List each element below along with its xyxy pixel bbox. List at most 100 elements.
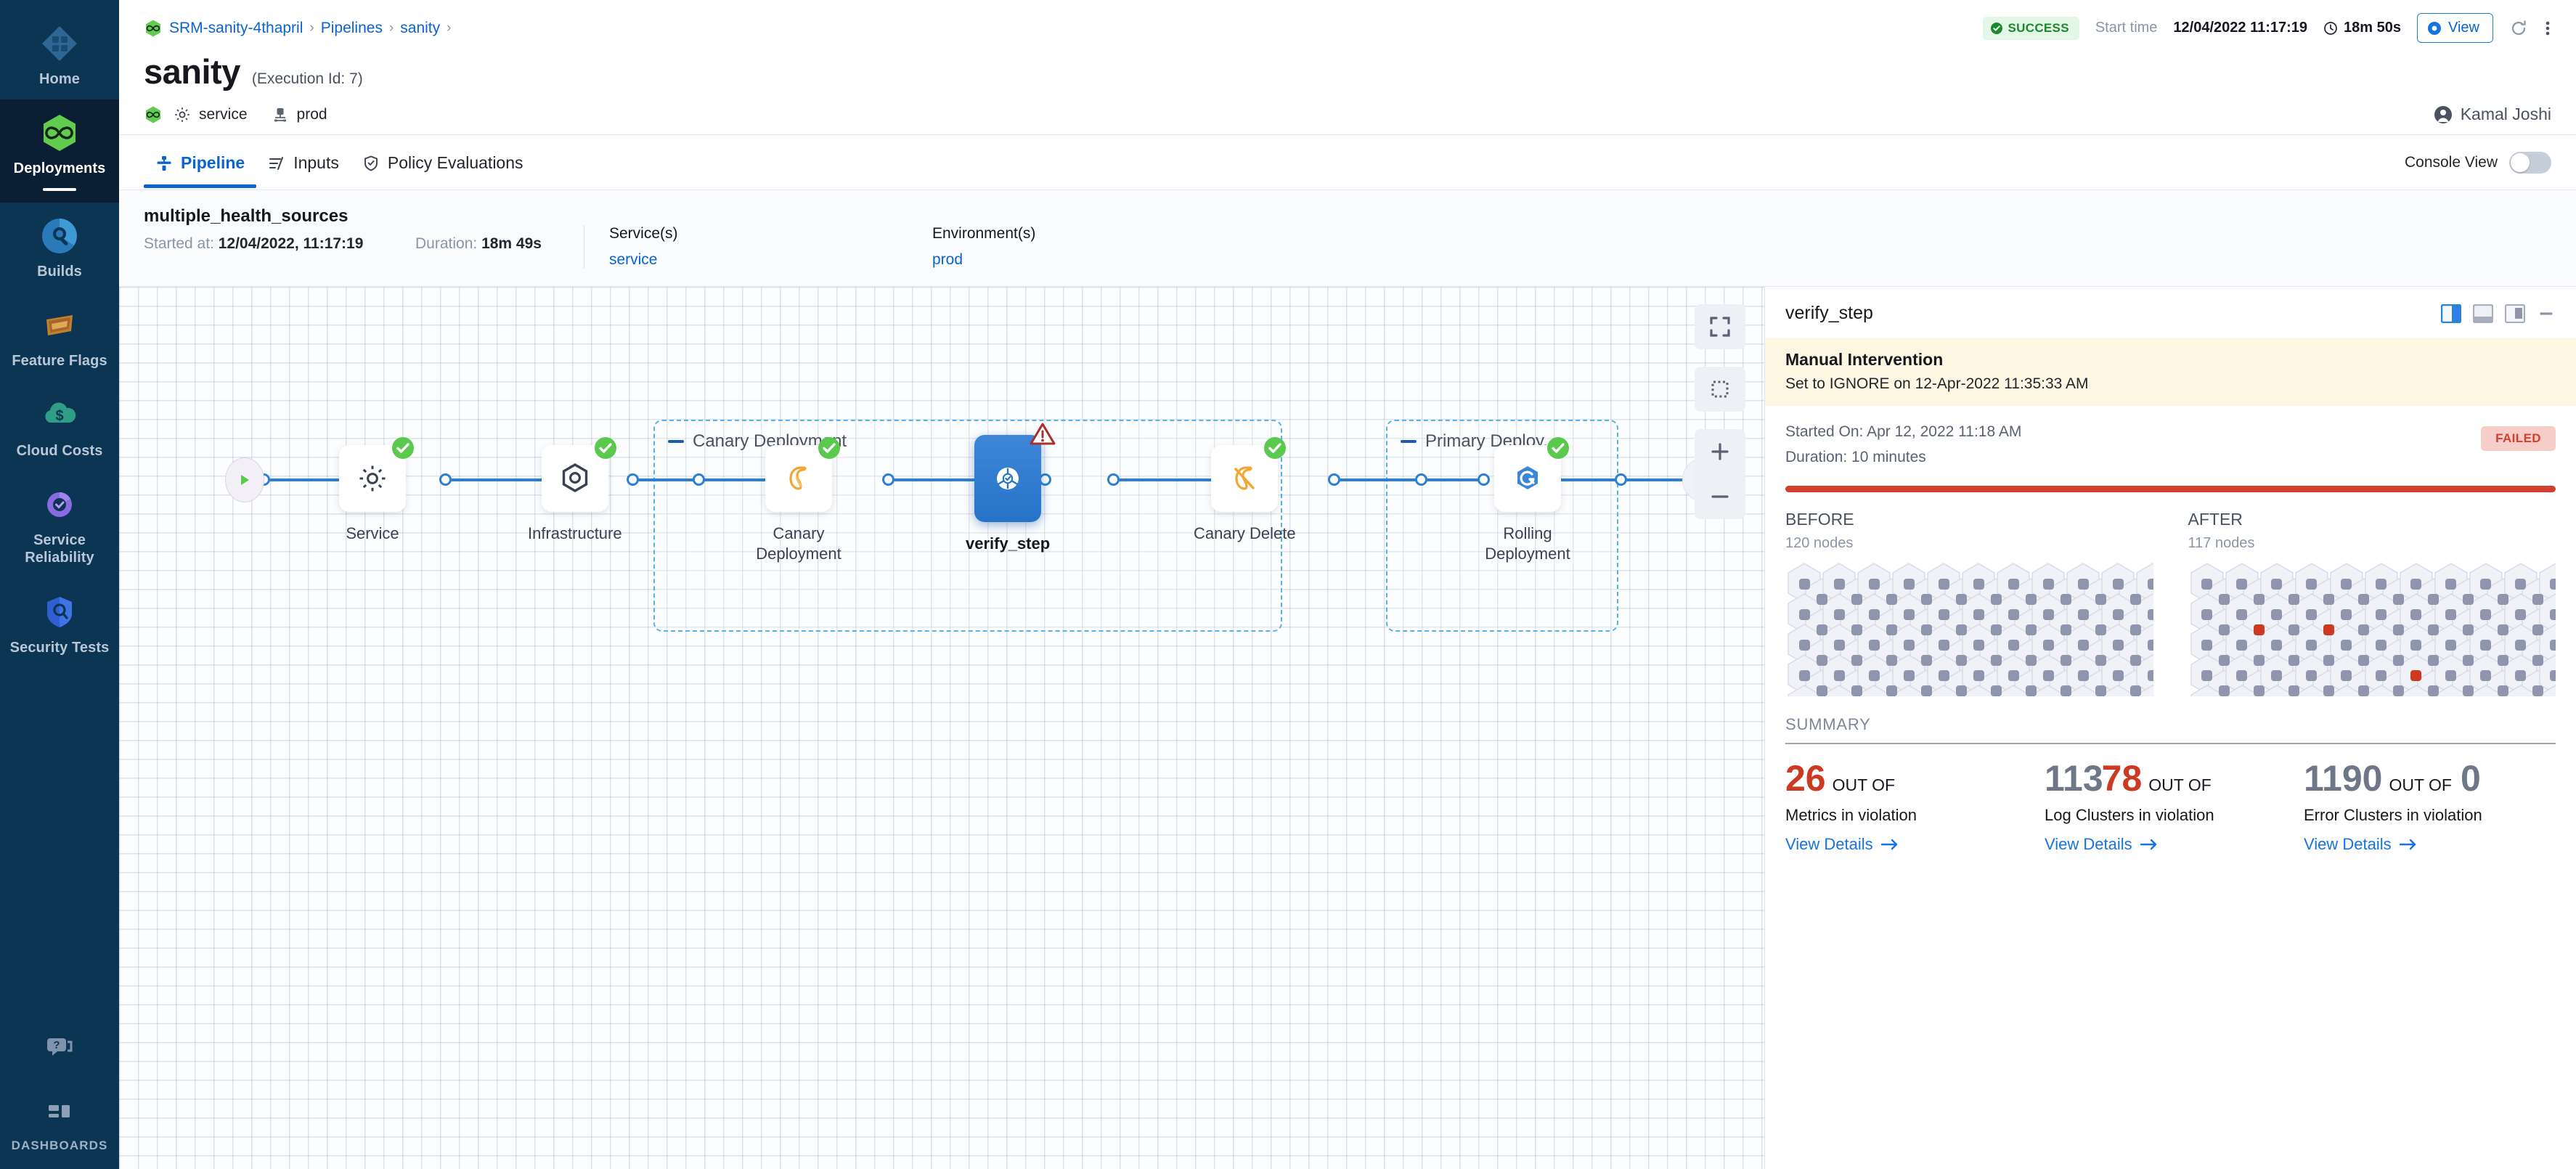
sidebar-item-cloud-costs[interactable]: $ Cloud Costs <box>0 382 119 471</box>
hex-node-dot <box>1938 669 1949 681</box>
hex-node-dot <box>2428 624 2439 635</box>
cloud-costs-icon: $ <box>39 395 80 436</box>
select-area-button[interactable] <box>1695 367 1745 412</box>
hex-node-dot <box>2112 669 2124 681</box>
header-environment-chip[interactable]: prod <box>271 105 327 124</box>
after-hex-grid <box>2188 562 2556 696</box>
hex-node-dot <box>1868 578 1880 590</box>
summary-errors-desc: Error Clusters in violation <box>2304 806 2482 824</box>
tab-policy-evaluations[interactable]: Policy Evaluations <box>351 137 535 187</box>
node-verify-step[interactable]: verify_step <box>966 423 1056 554</box>
summary-errors-link[interactable]: View Details <box>2304 835 2418 854</box>
header-service-chip[interactable]: service <box>173 105 248 124</box>
zoom-controls <box>1695 429 1745 519</box>
stage-duration-label: Duration: <box>415 235 478 252</box>
hex-node-dot <box>2112 639 2124 651</box>
summary-errors-link-label: View Details <box>2304 834 2392 853</box>
sidebar-item-security-tests[interactable]: Security Tests <box>0 579 119 668</box>
hex-node-dot <box>2129 654 2141 666</box>
before-after-grid: BEFORE 120 nodes AFTER 117 nodes <box>1785 510 2556 696</box>
minimize-icon[interactable] <box>2537 304 2556 323</box>
sidebar-item-feature-flags[interactable]: Feature Flags <box>0 292 119 381</box>
hex-node-dot <box>2428 654 2439 666</box>
summary-metrics-link[interactable]: View Details <box>1785 835 1899 854</box>
sidebar-item-service-reliability[interactable]: Service Reliability <box>0 471 119 579</box>
sidebar-item-dashboards[interactable]: DASHBOARDS <box>0 1078 119 1169</box>
pipeline-start-node[interactable] <box>225 457 264 502</box>
hex-node-dot <box>2025 593 2037 605</box>
details-timing-row: Started On: Apr 12, 2022 11:18 AM Durati… <box>1785 423 2556 466</box>
summary-logs-link[interactable]: View Details <box>2045 835 2159 854</box>
node-rolling-deployment[interactable]: Rolling Deployment <box>1470 437 1586 564</box>
node-service-box[interactable] <box>339 437 414 512</box>
check-circle-icon <box>1990 22 2003 35</box>
node-service-label: Service <box>346 524 399 542</box>
hex-node-dot <box>2129 685 2141 696</box>
node-infrastructure-box[interactable] <box>541 437 616 512</box>
node-service[interactable]: Service <box>339 437 414 544</box>
collapse-dash-icon[interactable] <box>668 440 684 443</box>
sidebar-item-deployments[interactable]: Deployments <box>0 99 119 203</box>
view-button-label: View <box>2448 20 2479 36</box>
zoom-out-button[interactable] <box>1695 474 1745 519</box>
breadcrumb-item-project[interactable]: SRM-sanity-4thapril <box>169 19 303 36</box>
split-view-right-icon[interactable] <box>2441 304 2461 323</box>
node-infrastructure[interactable]: Infrastructure <box>528 437 622 544</box>
hex-node-dot <box>2095 593 2106 605</box>
hex-node-dot <box>2042 608 2054 620</box>
hex-node-dot <box>1973 578 1984 590</box>
node-canary-delete[interactable]: Canary Delete <box>1194 437 1296 544</box>
sidebar-item-builds[interactable]: Builds <box>0 203 119 292</box>
stage-started-label: Started at: <box>144 235 214 252</box>
more-vertical-icon[interactable] <box>2544 19 2551 38</box>
view-button[interactable]: View <box>2417 13 2493 43</box>
hex-node-dot <box>2095 624 2106 635</box>
breadcrumb-item-sanity[interactable]: sanity <box>400 19 441 36</box>
split-view-panel-icon[interactable] <box>2505 304 2525 323</box>
hex-node-dot <box>2550 639 2556 651</box>
node-rolling-deployment-box[interactable] <box>1494 437 1569 512</box>
hex-node-dot <box>2288 685 2299 696</box>
user-menu[interactable]: Kamal Joshi <box>2434 105 2551 124</box>
hex-node-dot <box>2236 578 2247 590</box>
node-canary-deployment-box[interactable] <box>765 437 840 512</box>
group-primary-deployment[interactable]: Primary Deploy... <box>1386 420 1618 632</box>
hex-node-dot <box>1903 578 1915 590</box>
pipeline-canvas[interactable]: Canary Deployment Primary Deploy... <box>119 287 1764 1169</box>
tab-pipeline[interactable]: Pipeline <box>144 137 257 188</box>
fit-to-screen-button[interactable] <box>1695 304 1745 349</box>
hex-node-dot <box>2323 654 2334 666</box>
node-canary-deployment[interactable]: Canary Deployment <box>741 437 857 564</box>
hex-node-dot <box>1903 669 1915 681</box>
split-view-bottom-icon[interactable] <box>2473 304 2493 323</box>
feature-flags-icon <box>39 305 80 346</box>
environments-value[interactable]: prod <box>932 251 963 268</box>
hex-node-dot <box>2306 578 2317 590</box>
node-infrastructure-label: Infrastructure <box>528 524 622 542</box>
summary-errors-value: 1190 <box>2304 758 2383 799</box>
hex-node-dot <box>1920 654 1932 666</box>
node-canary-delete-box[interactable] <box>1211 437 1287 512</box>
zoom-in-button[interactable] <box>1695 429 1745 474</box>
sidebar-item-home[interactable]: Home <box>0 10 119 99</box>
hex-node-dot <box>2306 669 2317 681</box>
tab-inputs[interactable]: Inputs <box>256 137 351 187</box>
gear-icon <box>356 462 389 495</box>
summary-logs-link-label: View Details <box>2045 834 2132 853</box>
details-header: verify_step <box>1765 287 2576 338</box>
hex-node-dot <box>2236 608 2247 620</box>
breadcrumb-item-pipelines[interactable]: Pipelines <box>320 19 383 36</box>
sidebar-item-label: Feature Flags <box>12 353 107 370</box>
node-verify-step-box[interactable] <box>974 423 1056 522</box>
refresh-icon[interactable] <box>2509 19 2528 38</box>
collapse-dash-icon[interactable] <box>1401 440 1417 443</box>
details-header-icons <box>2441 304 2556 323</box>
edge-delete-rolling <box>1333 478 1483 481</box>
hex-node-dot <box>2095 685 2106 696</box>
hex-node-dot <box>2498 654 2508 666</box>
sidebar-item-help[interactable]: ? <box>0 1013 119 1078</box>
services-value[interactable]: service <box>608 251 658 268</box>
hex-node-dot <box>1798 639 1810 651</box>
node-canary-delete-label: Canary Delete <box>1194 524 1296 542</box>
console-view-toggle[interactable] <box>2509 151 2551 174</box>
